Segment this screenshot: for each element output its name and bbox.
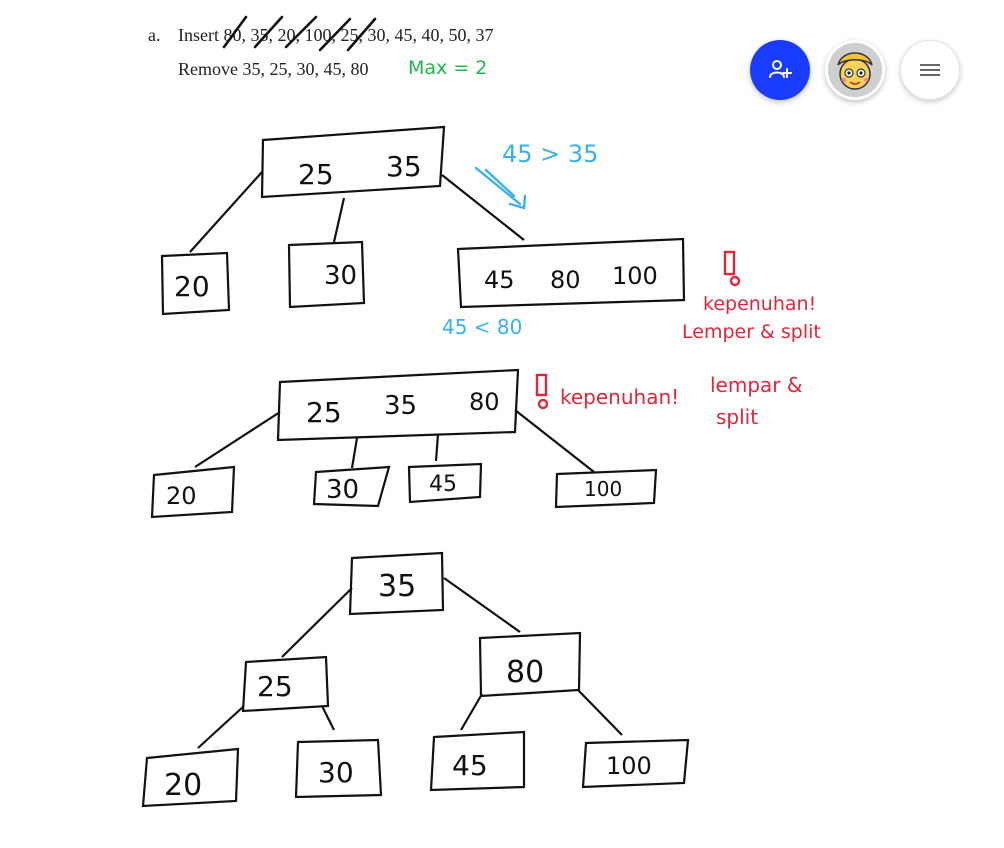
tree2-leaf-45: 45 xyxy=(429,472,457,497)
tree3-leaf-20: 20 xyxy=(164,768,202,803)
tree1-leaf-20: 20 xyxy=(174,270,210,303)
warning-mark-1 xyxy=(723,250,741,287)
tree2-leaf-100-box xyxy=(554,468,658,509)
tree3-leaf-45: 45 xyxy=(452,749,488,782)
tree2-leaf-30: 30 xyxy=(326,475,359,505)
tree3-node-25-box xyxy=(241,655,330,713)
tree3-node-80: 80 xyxy=(506,655,544,690)
hamburger-menu-icon xyxy=(920,64,940,76)
tree3-leaf-20-box xyxy=(141,747,240,808)
tree2-leaf-100: 100 xyxy=(584,477,622,501)
avatar-button[interactable] xyxy=(825,40,885,100)
tree1-root-box xyxy=(260,125,446,199)
tree3-node-25: 25 xyxy=(257,670,293,703)
tree3 xyxy=(141,551,690,808)
tree3-root-box xyxy=(348,551,445,616)
tree1-leaf-right-box xyxy=(456,237,686,309)
warning-mark-2 xyxy=(535,373,549,410)
floating-toolbar xyxy=(750,40,960,100)
problem-label: a. xyxy=(148,25,161,45)
tree1 xyxy=(160,125,686,316)
tree2-leaf-30-box xyxy=(312,465,391,508)
tree1-leaf-30: 30 xyxy=(324,261,357,291)
avatar-cartoon-icon xyxy=(828,43,882,97)
tree2-root-key-1: 25 xyxy=(306,396,342,429)
tree3-leaf-30-box xyxy=(294,738,383,799)
tree2-leaf-20-box xyxy=(150,465,236,519)
overflow-note-1-split: Lemper & split xyxy=(682,321,821,343)
tree3-leaf-30: 30 xyxy=(318,756,354,789)
tree2-leaf-45-box xyxy=(407,462,483,504)
tree1-leaf-20-box xyxy=(160,251,231,316)
overflow-note-2: kepenuhan! xyxy=(560,385,679,409)
add-person-icon xyxy=(769,60,792,78)
tree2-root-box xyxy=(276,368,520,442)
tree2-leaf-20: 20 xyxy=(166,482,197,510)
blue-arrow xyxy=(474,166,527,210)
tree1-leaf-45: 45 xyxy=(484,266,515,294)
remove-line: Remove 35, 25, 30, 45, 80 xyxy=(178,59,369,79)
tree2-root-key-2: 35 xyxy=(384,391,417,421)
tree1-root-key-2: 35 xyxy=(386,150,422,183)
overflow-note-2-split: split xyxy=(716,405,758,429)
menu-button[interactable] xyxy=(900,40,960,100)
tree3-leaf-45-box xyxy=(429,730,526,792)
max-annotation: Max = 2 xyxy=(408,57,487,79)
overflow-note-2-lempar: lempar & xyxy=(710,373,802,397)
tree1-root-key-1: 25 xyxy=(298,158,334,191)
tree3-root-key: 35 xyxy=(378,569,416,604)
tree3-leaf-100: 100 xyxy=(606,752,652,780)
tree1-leaf-80: 80 xyxy=(550,266,581,294)
tree2 xyxy=(150,368,658,519)
compare-greater-note: 45 > 35 xyxy=(502,140,598,168)
strike-marks xyxy=(222,15,377,52)
tree1-leaf-100: 100 xyxy=(612,262,658,290)
overflow-note-1: kepenuhan! xyxy=(703,293,816,315)
invite-button[interactable] xyxy=(750,40,810,100)
tree2-root-key-3: 80 xyxy=(469,388,500,416)
tree1-leaf-30-box xyxy=(287,240,366,309)
compare-less-note: 45 < 80 xyxy=(442,315,522,339)
tree3-leaf-100-box xyxy=(581,738,690,789)
